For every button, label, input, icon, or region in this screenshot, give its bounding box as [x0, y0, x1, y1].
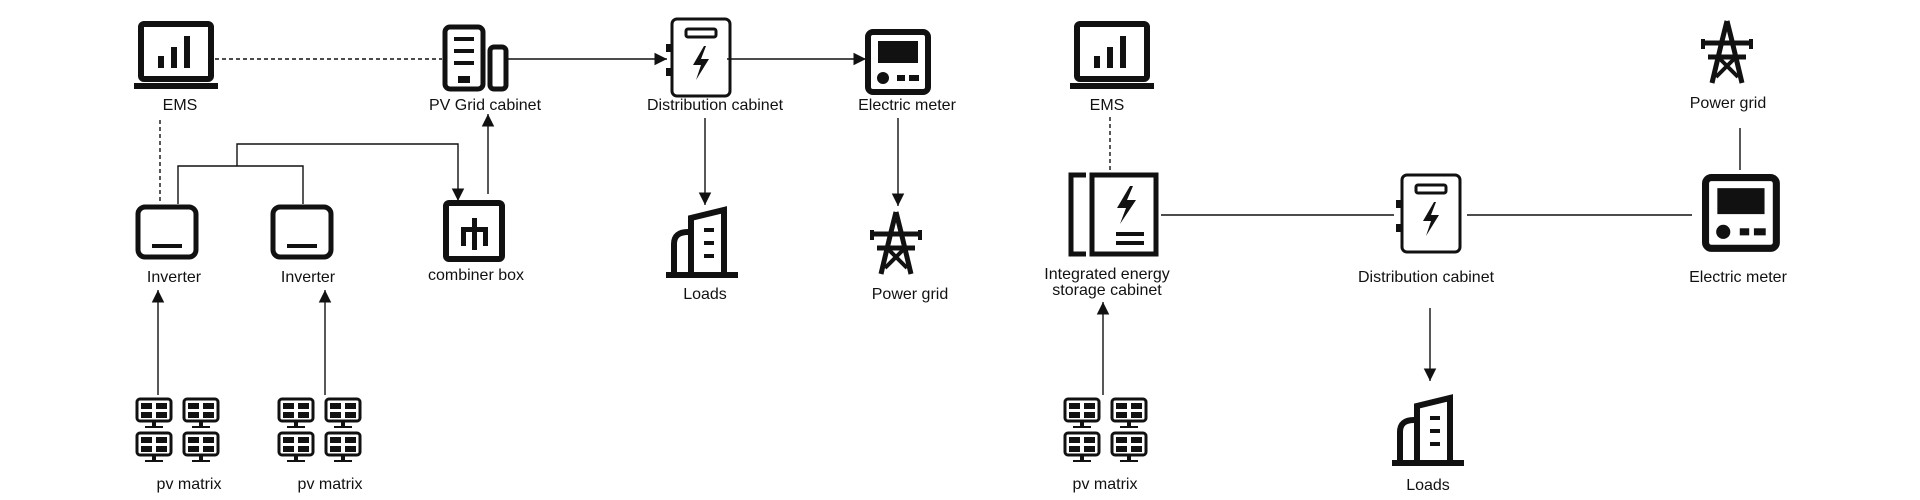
ems-monitor-icon-right [1070, 24, 1154, 89]
power-grid-tower-icon-right [1702, 21, 1752, 83]
inverter-1-icon [138, 207, 196, 257]
power-grid-label-right: Power grid [1689, 95, 1767, 112]
loads-label-right: Loads [1406, 477, 1450, 494]
pv-matrix-2-label: pv matrix [297, 476, 363, 493]
loads-label: Loads [683, 286, 727, 303]
electric-meter-icon-right [1706, 178, 1777, 249]
distribution-cabinet-label-right: Distribution cabinet [1357, 269, 1495, 286]
electric-meter-label-right: Electric meter [1689, 269, 1787, 286]
distribution-cabinet-icon [664, 17, 732, 98]
right-connections [1096, 117, 1741, 395]
inverters-bus-line [177, 165, 304, 204]
left-connections [151, 52, 905, 395]
storage-cabinet-label-line2: storage cabinet [1052, 282, 1162, 299]
storage-cabinet-icon [1071, 175, 1156, 254]
ems-label-right: EMS [1089, 97, 1125, 114]
distribution-cabinet-label: Distribution cabinet [646, 97, 784, 114]
ems-monitor-icon [134, 24, 218, 89]
pv-matrix-solar-panels-icon-right [1065, 399, 1146, 462]
loads-building-icon [666, 210, 738, 278]
loads-building-icon-right [1392, 398, 1464, 466]
distribution-cabinet-icon-right [1394, 173, 1462, 254]
ems-label: EMS [162, 97, 198, 114]
inverter-1-label: Inverter [146, 269, 202, 286]
pv-matrix-label-right: pv matrix [1072, 476, 1138, 493]
inverter-2-label: Inverter [280, 269, 336, 286]
combiner-box-label: combiner box [427, 267, 525, 284]
power-grid-tower-icon [871, 212, 921, 274]
storage-cabinet-label-line1: Integrated energy [1044, 266, 1170, 283]
power-grid-label: Power grid [871, 286, 949, 303]
electric-meter-icon [868, 32, 928, 92]
electric-meter-label: Electric meter [858, 97, 956, 114]
pv-matrix-2-solar-panels-icon [279, 399, 360, 462]
inverter-2-icon [273, 207, 331, 257]
pv-matrix-1-solar-panels-icon [137, 399, 218, 462]
inverters-to-combiner-arrow [236, 143, 465, 201]
pv-grid-cabinet-label: PV Grid cabinet [428, 97, 542, 114]
pv-matrix-1-label: pv matrix [156, 476, 222, 493]
pv-grid-cabinet-icon [445, 27, 506, 89]
combiner-box-icon [446, 203, 502, 259]
